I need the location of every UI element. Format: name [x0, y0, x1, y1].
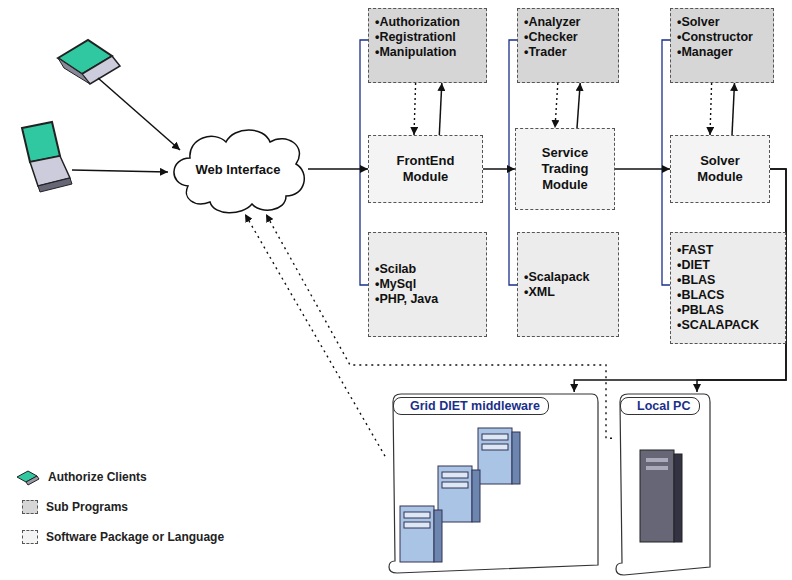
module-label: FrontEnd Module [375, 153, 476, 185]
legend-row: Software Package or Language [14, 522, 224, 552]
legend-label: Authorize Clients [48, 470, 147, 484]
arrow-connector [308, 168, 368, 170]
module-box: FrontEnd Module [368, 135, 483, 203]
text-group: FrontEnd Module [375, 153, 476, 185]
list-item: •PHP, Java [375, 292, 480, 307]
software-box: •Scilab•MySql•PHP, Java [368, 232, 487, 337]
pc-tower-icon [640, 450, 682, 542]
laptop-icon [22, 122, 72, 192]
list-item: •Manipulation [375, 45, 480, 60]
cloud-node: Web Interface [168, 124, 308, 214]
dotted-connector [710, 83, 712, 135]
dotted-connector [555, 83, 558, 128]
text-group: Grid DIET middleware [385, 392, 600, 415]
list-item: •SCALAPACK [677, 318, 779, 333]
text-group: •Scalapack•XML [524, 270, 612, 300]
legend-laptop-icon [14, 468, 40, 486]
list-item: •Checker [524, 30, 612, 45]
list-item: •Trader [524, 45, 612, 60]
list-item: •Authorization [375, 15, 480, 30]
text-group: •Scilab•MySql•PHP, Java [375, 262, 480, 307]
legend-swatch [22, 500, 38, 514]
list-item: •XML [524, 285, 612, 300]
dotted-connector [414, 83, 416, 135]
legend-row: Authorize Clients [14, 462, 224, 492]
module-box: Solver Module [670, 135, 770, 203]
list-item: •PBLAS [677, 303, 779, 318]
arrow-connector [615, 168, 670, 170]
pc-scroll: Local PC [612, 392, 712, 577]
sub-program-box: •Solver•Constructor•Manager [670, 8, 774, 83]
list-item: •Scalapack [524, 270, 612, 285]
list-item: •FAST [677, 243, 779, 258]
list-item: •BLACS [677, 288, 779, 303]
text-group: •Analyzer•Checker•Trader [524, 15, 612, 60]
list-item: •Analyzer [524, 15, 612, 30]
legend-swatch [22, 530, 38, 544]
module-box: Service Trading Module [515, 128, 615, 210]
list-item: •BLAS [677, 273, 779, 288]
text-group: Web Interface [195, 162, 280, 177]
module-label: Solver Module [677, 153, 763, 185]
text-group: •FAST•DIET•BLAS•BLACS•PBLAS•SCALAPACK [677, 243, 779, 333]
arrow-connector [577, 83, 580, 128]
legend-label: Software Package or Language [46, 530, 224, 544]
laptop-icon [58, 40, 120, 84]
client-links [72, 78, 180, 172]
legend-label: Sub Programs [46, 500, 128, 514]
scroll-title: Grid DIET middleware [393, 397, 549, 415]
list-item: •Registrationl [375, 30, 480, 45]
list-item: •MySql [375, 277, 480, 292]
list-item: •DIET [677, 258, 779, 273]
grid-scroll: Grid DIET middleware [385, 392, 600, 575]
legend: Authorize ClientsSub ProgramsSoftware Pa… [14, 462, 224, 552]
list-item: •Solver [677, 15, 767, 30]
list-item: •Manager [677, 45, 767, 60]
text-group: Solver Module [677, 153, 763, 185]
scroll-outline [385, 392, 600, 575]
module-label: Service Trading Module [522, 145, 608, 193]
text-group: Local PC [612, 392, 712, 415]
server-icons [400, 428, 520, 562]
software-box: •Scalapack•XML [517, 232, 619, 337]
legend-row: Sub Programs [14, 492, 224, 522]
arrow-connector [732, 83, 735, 135]
software-box: •FAST•DIET•BLAS•BLACS•PBLAS•SCALAPACK [670, 232, 786, 344]
scroll-title: Local PC [620, 397, 700, 415]
arrow-connector [439, 83, 442, 135]
sub-program-box: •Authorization•Registrationl•Manipulatio… [368, 8, 487, 83]
list-item: •Scilab [375, 262, 480, 277]
dotted-connector [245, 214, 385, 456]
sub-program-box: •Analyzer•Checker•Trader [517, 8, 619, 83]
text-group: •Solver•Constructor•Manager [677, 15, 767, 60]
list-item: •Constructor [677, 30, 767, 45]
cloud-label: Web Interface [195, 162, 280, 177]
text-group: •Authorization•Registrationl•Manipulatio… [375, 15, 480, 60]
arrow-connector [483, 168, 515, 170]
text-group: Service Trading Module [522, 145, 608, 193]
scroll-outline [612, 392, 712, 577]
